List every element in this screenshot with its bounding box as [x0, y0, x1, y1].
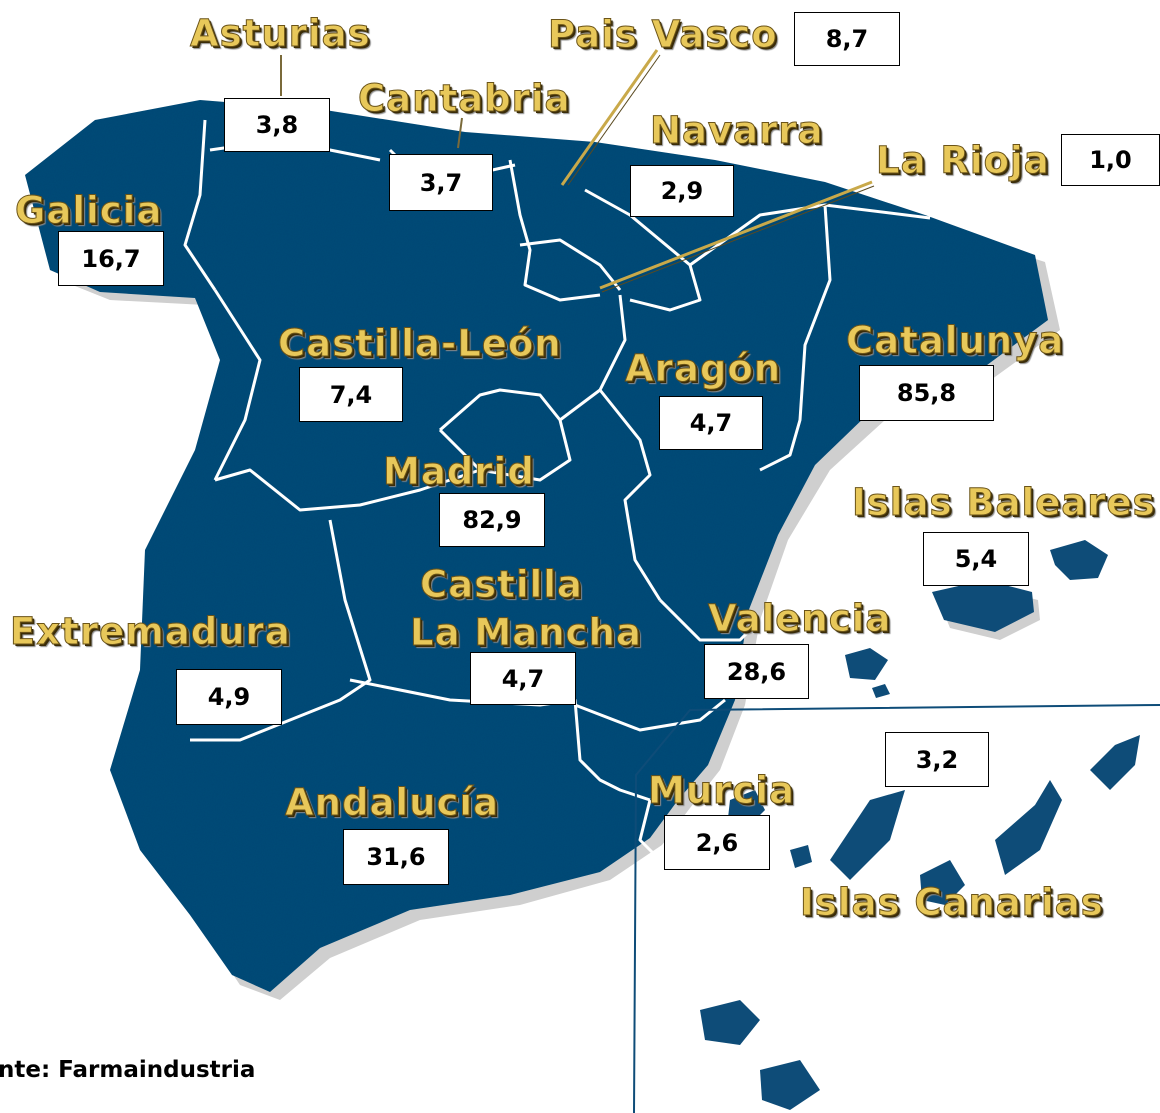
value-castilla-la-mancha: 4,7 — [470, 652, 576, 705]
value-catalunya: 85,8 — [859, 365, 994, 421]
label-pais-vasco: Pais Vasco — [548, 13, 778, 56]
value-asturias: 3,8 — [224, 98, 330, 152]
label-castilla-la-mancha-line2: La Mancha — [410, 611, 642, 654]
label-catalunya: Catalunya — [845, 319, 1065, 362]
label-valencia: Valencia — [707, 597, 892, 640]
baleares-islands — [845, 540, 1108, 698]
value-aragon: 4,7 — [659, 396, 763, 450]
label-extremadura: Extremadura — [10, 610, 291, 653]
label-cantabria: Cantabria — [358, 77, 571, 120]
label-aragon: Aragón — [624, 347, 782, 390]
label-islas-canarias: Islas Canarias — [800, 881, 1104, 924]
value-madrid: 82,9 — [439, 493, 545, 547]
leader-lines — [280, 49, 875, 293]
value-la-rioja: 1,0 — [1061, 134, 1160, 186]
label-murcia: Murcia — [648, 769, 795, 812]
value-pais-vasco: 8,7 — [794, 12, 900, 66]
label-la-rioja: La Rioja — [876, 139, 1050, 182]
value-navarra: 2,9 — [630, 165, 734, 217]
label-asturias: Asturias — [190, 12, 371, 55]
value-andalucia: 31,6 — [343, 829, 449, 885]
value-cantabria: 3,7 — [389, 154, 493, 211]
label-navarra: Navarra — [649, 109, 824, 152]
source-note: nte: Farmaindustria — [0, 1057, 256, 1083]
value-valencia: 28,6 — [704, 644, 809, 699]
label-madrid: Madrid — [383, 450, 535, 493]
value-galicia: 16,7 — [58, 231, 164, 286]
value-islas-canarias: 3,2 — [885, 732, 989, 787]
label-andalucia: Andalucía — [284, 781, 500, 824]
value-extremadura: 4,9 — [176, 669, 282, 725]
value-murcia: 2,6 — [664, 815, 770, 870]
value-castilla-leon: 7,4 — [299, 367, 403, 422]
value-islas-baleares: 5,4 — [923, 532, 1029, 586]
label-castilla-la-mancha-line1: Castilla — [420, 563, 583, 606]
canarias-inset — [633, 704, 1160, 1113]
label-galicia: Galicia — [14, 189, 163, 232]
label-castilla-leon: Castilla-León — [278, 322, 562, 365]
label-islas-baleares: Islas Baleares — [852, 481, 1156, 524]
